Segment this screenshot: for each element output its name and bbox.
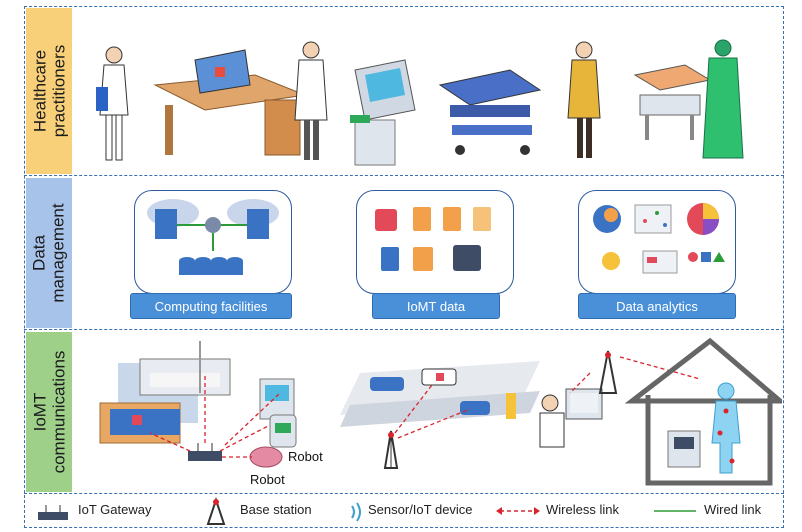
legend-wired-label: Wired link bbox=[704, 502, 762, 517]
legend-gateway-label: IoT Gateway bbox=[78, 502, 152, 517]
legend-base-station-label: Base station bbox=[240, 502, 312, 517]
road-vehicles-icon bbox=[340, 361, 540, 427]
computing-facilities-box bbox=[134, 190, 292, 294]
doctor-workstation-icon bbox=[539, 388, 603, 448]
iomt-data-label: IoMT data bbox=[372, 293, 500, 319]
medical-records-icon bbox=[375, 207, 491, 271]
row-data-management bbox=[24, 176, 784, 330]
robot-label-2: Robot bbox=[250, 472, 285, 487]
medical-terminal-icon bbox=[350, 59, 416, 166]
cloud-server-icon bbox=[147, 199, 279, 275]
legend-sensor-label: Sensor/IoT device bbox=[368, 502, 473, 517]
computing-facilities-label: Computing facilities bbox=[130, 293, 292, 319]
robot-icon-1 bbox=[269, 414, 297, 448]
legend-wireless-label: Wireless link bbox=[546, 502, 619, 517]
diagram-frame bbox=[24, 6, 784, 528]
base-station-icon-road bbox=[383, 430, 399, 469]
hospital-room-icon bbox=[99, 341, 231, 444]
technician-icon bbox=[567, 41, 601, 158]
iot-gateway-icon bbox=[188, 443, 222, 461]
legend: IoT Gateway Base station Sensor/IoT devi… bbox=[24, 494, 784, 528]
wireless-links-hospital bbox=[149, 373, 281, 458]
wireless-links-road bbox=[394, 384, 471, 439]
wireless-links-home bbox=[569, 356, 701, 394]
hospital-bed-icon bbox=[633, 64, 712, 140]
wired-link-legend-icon bbox=[654, 510, 696, 512]
sensor-legend-icon bbox=[351, 502, 361, 522]
analytics-charts-icon bbox=[593, 203, 725, 274]
healthcare-illustrations bbox=[96, 39, 744, 166]
nurse-icon bbox=[96, 46, 129, 161]
row-healthcare bbox=[24, 6, 784, 176]
iomt-data-box bbox=[356, 190, 514, 294]
data-analytics-label: Data analytics bbox=[578, 293, 736, 319]
base-station-legend-icon bbox=[206, 496, 226, 525]
iomt-communications-illustration bbox=[99, 337, 782, 486]
iot-gateway-legend-icon bbox=[38, 505, 68, 520]
wireless-link-legend-icon bbox=[496, 507, 540, 515]
row-iomt-communications bbox=[24, 330, 784, 494]
smart-home-icon bbox=[624, 337, 782, 486]
desk-laptop-icon bbox=[153, 49, 307, 156]
robot-icon-2 bbox=[249, 446, 283, 468]
surgeon-icon bbox=[702, 39, 744, 159]
robot-label-1: Robot bbox=[288, 449, 323, 464]
data-analytics-box bbox=[578, 190, 736, 294]
doctor-icon bbox=[294, 41, 328, 160]
medical-monitor-icon bbox=[259, 378, 295, 420]
medical-cart-icon bbox=[438, 69, 542, 155]
base-station-icon-top bbox=[598, 350, 618, 394]
